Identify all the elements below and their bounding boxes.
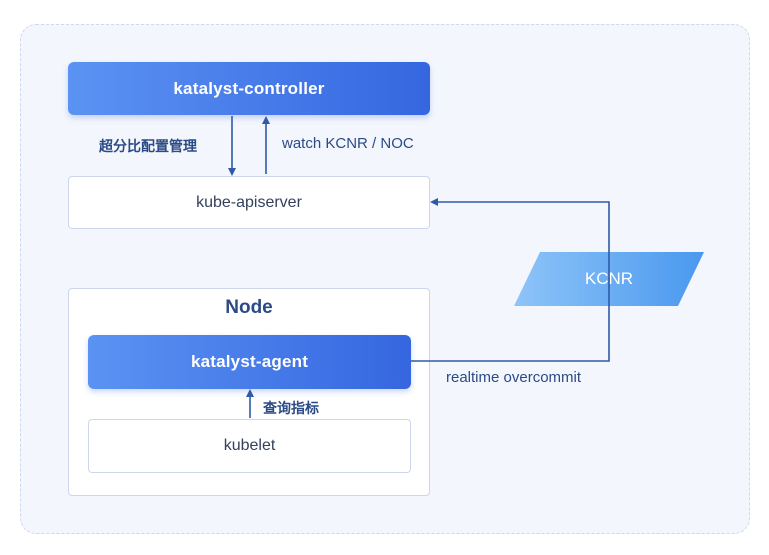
kube-apiserver-label: kube-apiserver <box>196 193 302 211</box>
node-group-title: Node <box>225 297 273 318</box>
kubelet-label: kubelet <box>223 437 276 454</box>
katalyst-agent-box: katalyst-agent <box>88 335 411 389</box>
katalyst-controller-box: katalyst-controller <box>68 62 430 115</box>
kubelet-box: kubelet <box>88 419 411 473</box>
katalyst-agent-label: katalyst-agent <box>190 352 309 371</box>
realtime-overcommit-label: realtime overcommit <box>446 369 582 386</box>
kube-apiserver-box: kube-apiserver <box>68 176 430 229</box>
arrow-agent-to-apiserver <box>411 198 610 362</box>
query-metrics-label: 查询指标 <box>263 400 319 416</box>
overcommit-ratio-config-label: 超分比配置管理 <box>99 138 197 154</box>
katalyst-controller-label: katalyst-controller <box>173 78 325 98</box>
watch-kcnr-noc-label: watch KCNR / NOC <box>282 135 414 152</box>
